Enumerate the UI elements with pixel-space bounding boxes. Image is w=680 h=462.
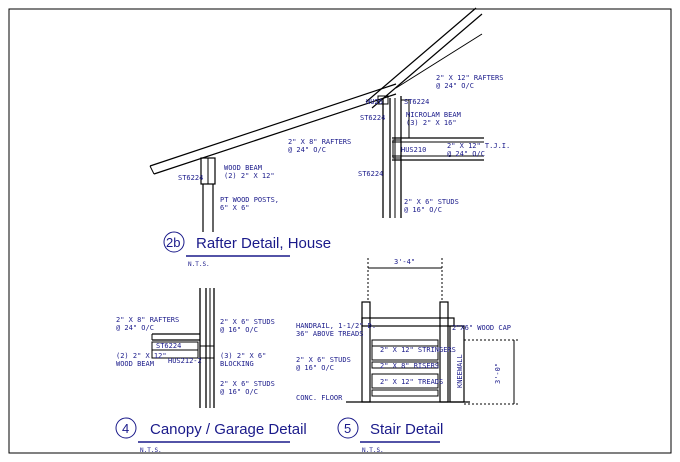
stair-label-handrail: HANDRAIL, 1-1/2" D.	[296, 322, 376, 330]
canopy-label-studs-top: 2" X 6" STUDS	[220, 318, 275, 326]
label-st6224-b: ST6224	[360, 114, 385, 122]
stair-label-kneewall: KNEEWALL	[456, 354, 464, 388]
canopy-label-rafters: 2" X 8" RAFTERS	[116, 316, 179, 324]
canopy-label-st6224: ST6224	[156, 342, 181, 350]
canopy-detail-drawing	[151, 288, 215, 408]
canopy-label-studs-bot-spacing: @ 16" O/C	[220, 388, 258, 396]
canopy-label-blocking: (3) 2" X 6"	[220, 352, 266, 360]
scale-stair: N.T.S.	[362, 447, 384, 454]
canopy-label-blocking-2: BLOCKING	[220, 360, 254, 368]
detail-title-canopy: Canopy / Garage Detail	[150, 421, 307, 438]
label-posts: PT WOOD POSTS,	[220, 196, 279, 204]
label-rafters-top-spacing: @ 24" O/C	[436, 82, 474, 90]
label-st6224-c: ST6224	[178, 174, 203, 182]
label-st6224-a: ST6224	[404, 98, 429, 106]
detail-number-canopy: 4	[122, 421, 129, 436]
label-posts-size: 6" X 6"	[220, 204, 250, 212]
stair-detail-drawing	[346, 258, 520, 405]
detail-number-stair: 5	[344, 421, 351, 436]
label-studs-spacing: @ 16" O/C	[404, 206, 442, 214]
label-tji: 2" X 12" T.J.I.	[447, 142, 510, 150]
label-wood-beam-size: (2) 2" X 12"	[224, 172, 275, 180]
detail-title-stair: Stair Detail	[370, 421, 443, 438]
label-tji-spacing: @ 24" O/C	[447, 150, 485, 158]
stair-label-wood-cap: 2"X6" WOOD CAP	[452, 324, 511, 332]
label-hu26: HU26	[366, 98, 383, 106]
detail-number-circle-rafter	[163, 231, 185, 253]
detail-title-rafter: Rafter Detail, House	[196, 235, 331, 252]
stair-label-studs-spacing: @ 16" O/C	[296, 364, 334, 372]
canopy-label-wood-beam-2: WOOD BEAM	[116, 360, 154, 368]
label-microlam: MICROLAM BEAM	[406, 111, 461, 119]
stair-label-studs: 2" X 6" STUDS	[296, 356, 351, 364]
stair-label-risers: 2" X 8" RISERS	[380, 362, 439, 370]
canopy-label-wood-beam: (2) 2" X 12"	[116, 352, 167, 360]
label-rafters-mid-spacing: @ 24" O/C	[288, 146, 326, 154]
scale-canopy: N.T.S.	[140, 447, 162, 454]
rafter-detail-drawing	[149, 7, 484, 232]
stair-label-height-dim: 3'-0"	[494, 363, 502, 384]
canopy-label-hus: HUS212-2	[168, 357, 202, 365]
canopy-label-rafters-spacing: @ 24" O/C	[116, 324, 154, 332]
detail-number-rafter: 2b	[166, 235, 180, 250]
stair-label-width-dim: 3'-4"	[394, 258, 415, 266]
label-st6224-d: ST6224	[358, 170, 383, 178]
stair-label-handrail-2: 36" ABOVE TREADS	[296, 330, 363, 338]
stair-label-floor: CONC. FLOOR	[296, 394, 343, 402]
label-studs: 2" X 6" STUDS	[404, 198, 459, 206]
canopy-label-studs-bot: 2" X 6" STUDS	[220, 380, 275, 388]
detail-number-circle-canopy	[115, 417, 137, 439]
canopy-label-studs-top-spacing: @ 16" O/C	[220, 326, 258, 334]
scale-rafter: N.T.S.	[188, 261, 210, 268]
label-rafters-mid: 2" X 8" RAFTERS	[288, 138, 351, 146]
label-wood-beam: WOOD BEAM	[224, 164, 262, 172]
label-microlam-size: (3) 2" X 16"	[406, 119, 457, 127]
stair-label-stringers: 2" X 12" STRINGERS	[380, 346, 456, 354]
detail-number-circle-stair	[337, 417, 359, 439]
stair-label-treads: 2" X 12" TREADS	[380, 378, 443, 386]
sheet-border	[8, 8, 672, 454]
label-hus210: HUS210	[401, 146, 426, 154]
label-rafters-top: 2" X 12" RAFTERS	[436, 74, 503, 82]
